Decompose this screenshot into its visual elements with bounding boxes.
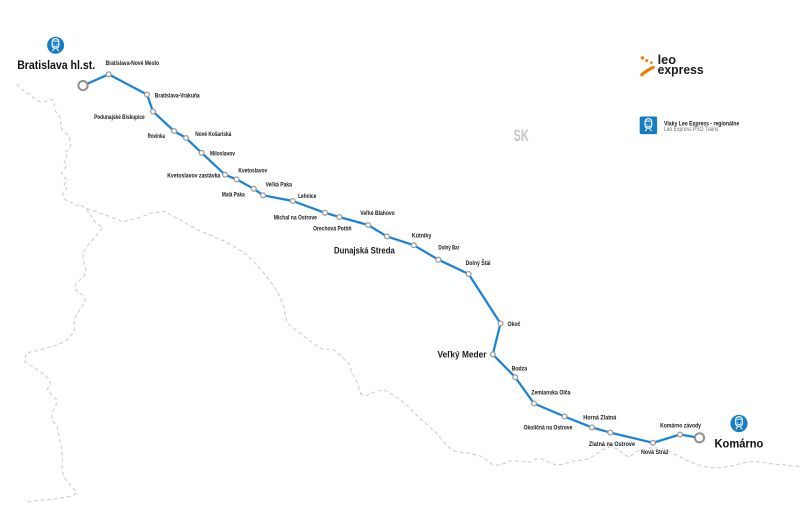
svg-text:Leo Express PSO Trains: Leo Express PSO Trains: [664, 126, 718, 133]
svg-text:Bodza: Bodza: [512, 366, 528, 373]
svg-text:Horná Zlatná: Horná Zlatná: [583, 414, 616, 421]
svg-text:Komárno závody: Komárno závody: [660, 423, 701, 430]
svg-text:Bratislava hl.st.: Bratislava hl.st.: [17, 58, 95, 72]
svg-text:Dolný Štál: Dolný Štál: [466, 258, 491, 267]
svg-text:Bratislava-Vrakuňa: Bratislava-Vrakuňa: [155, 93, 200, 100]
svg-text:Veľká Paka: Veľká Paka: [266, 182, 292, 189]
svg-text:Zlatná na Ostrove: Zlatná na Ostrove: [589, 441, 635, 448]
svg-text:Kútniky: Kútniky: [412, 232, 432, 239]
svg-text:Dunajská Streda: Dunajská Streda: [334, 246, 395, 257]
svg-text:Veľké Blahovo: Veľké Blahovo: [360, 210, 394, 217]
svg-text:Nové Košariská: Nové Košariská: [195, 131, 231, 138]
svg-text:Vlaky Leo Express - regionálne: Vlaky Leo Express - regionálne: [664, 120, 739, 127]
svg-text:leo: leo: [658, 53, 677, 67]
svg-text:Dolný Bar: Dolný Bar: [438, 244, 459, 251]
svg-text:Rovinka: Rovinka: [148, 133, 166, 140]
svg-text:Malá Paka: Malá Paka: [222, 192, 245, 199]
svg-text:Nová Stráž: Nová Stráž: [641, 449, 669, 456]
svg-text:Okoličná na Ostrove: Okoličná na Ostrove: [524, 425, 573, 432]
svg-text:Bratislava-Nové Mesto: Bratislava-Nové Mesto: [106, 60, 160, 67]
svg-text:express: express: [658, 63, 704, 77]
svg-text:Komárno: Komárno: [715, 437, 764, 451]
svg-text:Michal na Ostrove: Michal na Ostrove: [274, 215, 317, 222]
svg-text:Miloslavov: Miloslavov: [210, 150, 235, 157]
svg-text:Zemianska Olča: Zemianska Olča: [531, 389, 570, 396]
svg-text:Veľký Meder: Veľký Meder: [438, 349, 487, 360]
svg-text:Okoč: Okoč: [508, 321, 521, 328]
svg-text:SK: SK: [514, 127, 529, 145]
svg-text:Orechová Potôň: Orechová Potôň: [313, 226, 352, 233]
svg-text:Kvetoslavov: Kvetoslavov: [238, 167, 267, 174]
svg-text:Kvetoslavov zastávka: Kvetoslavov zastávka: [167, 172, 220, 179]
svg-text:Lehnice: Lehnice: [298, 193, 316, 200]
svg-text:Podunajské Biskupice: Podunajské Biskupice: [94, 114, 145, 121]
